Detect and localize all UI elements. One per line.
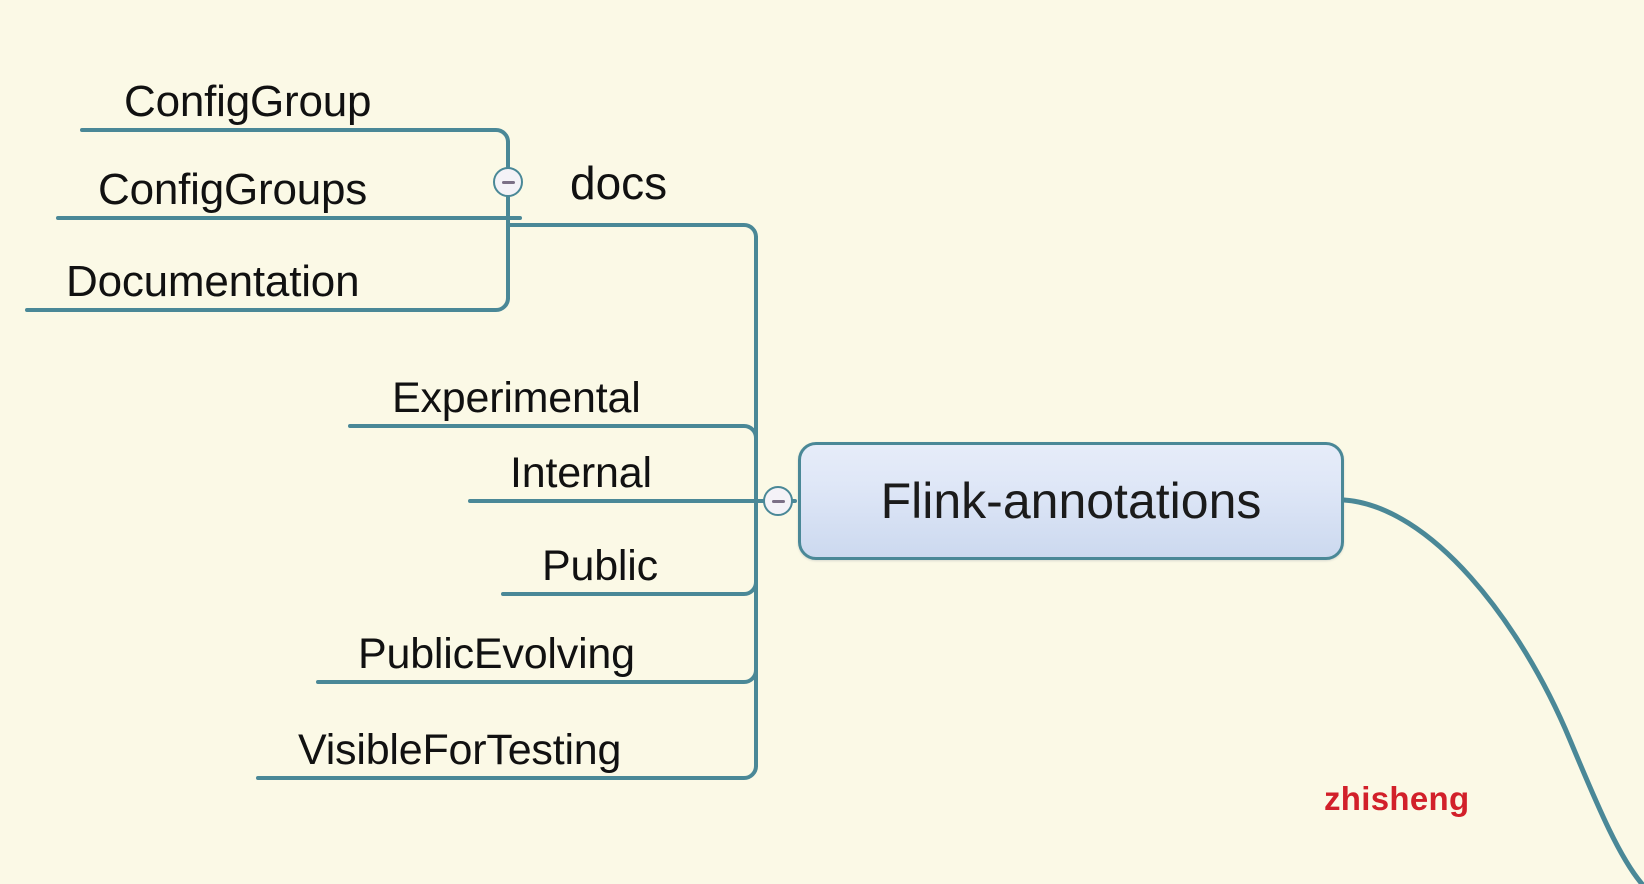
wire-configgroup xyxy=(80,128,510,144)
wire-experimental xyxy=(348,424,758,440)
minus-circle-icon-docs[interactable] xyxy=(493,167,523,197)
root-node[interactable]: Flink-annotations xyxy=(798,442,1344,560)
node-label-docs[interactable]: docs xyxy=(570,157,668,209)
watermark-zhisheng: zhisheng xyxy=(1324,780,1470,817)
node-label-configgroup[interactable]: ConfigGroup xyxy=(124,77,372,126)
node-label-documentation[interactable]: Documentation xyxy=(66,257,360,306)
node-label-public[interactable]: Public xyxy=(542,542,658,590)
node-label-experimental[interactable]: Experimental xyxy=(392,374,641,422)
minus-glyph xyxy=(771,499,785,503)
wire-outgoing-curve xyxy=(1341,497,1644,884)
root-node-label: Flink-annotations xyxy=(880,473,1262,529)
minus-circle-icon-root[interactable] xyxy=(763,486,793,516)
node-label-visiblefortesting[interactable]: VisibleForTesting xyxy=(298,726,622,774)
node-label-publicevolving[interactable]: PublicEvolving xyxy=(358,630,635,678)
node-label-internal[interactable]: Internal xyxy=(510,449,652,497)
node-label-configgroups[interactable]: ConfigGroups xyxy=(98,165,368,214)
wire-docs xyxy=(506,223,758,239)
minus-glyph xyxy=(501,180,515,184)
